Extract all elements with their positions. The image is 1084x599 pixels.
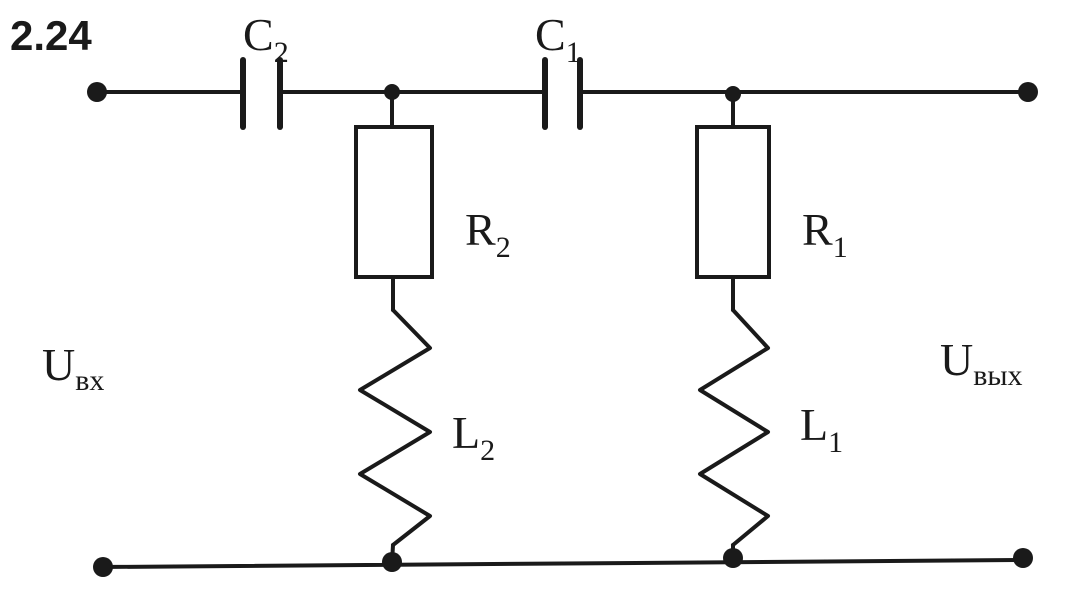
junction-bottom-right (723, 548, 743, 568)
junction-bottom-left (382, 552, 402, 572)
label-r2-letter: R (465, 204, 496, 255)
capacitor-c2 (240, 57, 283, 130)
input-terminal-top (87, 82, 107, 102)
bottom-wire (101, 558, 1025, 569)
label-c1: C1 (535, 9, 581, 69)
label-c2: C2 (243, 9, 289, 69)
label-input-voltage-letter: U (42, 339, 75, 390)
label-input-voltage: Uвх (42, 339, 104, 397)
input-terminal-bottom (93, 557, 113, 577)
output-terminal-top (1018, 82, 1038, 102)
inductor-l2 (358, 308, 432, 547)
label-r2: R2 (465, 204, 511, 264)
capacitor-c1 (542, 57, 583, 130)
figure-number: 2.24 (10, 12, 92, 59)
label-l2: L2 (452, 407, 495, 467)
label-input-voltage-subscript: вх (75, 364, 104, 397)
label-c1-letter: C (535, 9, 566, 60)
label-l1: L1 (800, 399, 843, 459)
label-output-voltage-subscript: вых (973, 359, 1022, 392)
branch-r1-l1 (695, 90, 771, 560)
label-c1-index: 1 (566, 36, 581, 69)
inductor-l1 (698, 308, 770, 547)
output-terminal-bottom (1013, 548, 1033, 568)
label-l2-letter: L (452, 407, 480, 458)
resistor-r2 (354, 125, 434, 279)
resistor-r1 (695, 125, 771, 279)
label-r2-index: 2 (496, 231, 511, 264)
branch-r2-l2 (354, 90, 434, 565)
junction-top-left (384, 84, 400, 100)
label-output-voltage: Uвых (940, 334, 1023, 392)
label-l2-index: 2 (480, 434, 495, 467)
label-r1: R1 (802, 204, 848, 264)
label-c2-letter: C (243, 9, 274, 60)
label-r1-index: 1 (833, 231, 848, 264)
label-c2-index: 2 (274, 36, 289, 69)
label-l1-index: 1 (828, 426, 843, 459)
label-l1-letter: L (800, 399, 828, 450)
label-r1-letter: R (802, 204, 833, 255)
label-output-voltage-letter: U (940, 334, 973, 385)
junction-top-right (725, 86, 741, 102)
